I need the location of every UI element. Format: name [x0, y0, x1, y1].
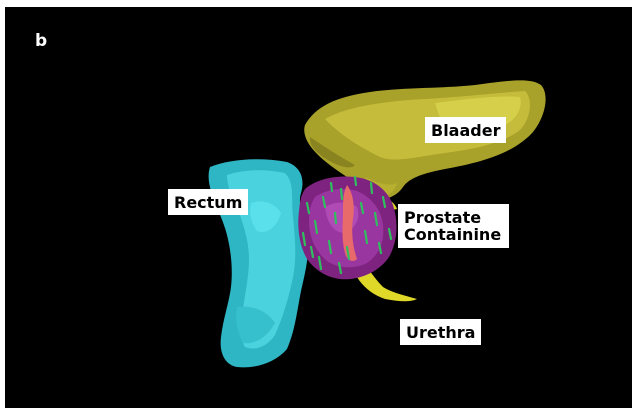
- prostate-label: Prostate Containine: [398, 204, 509, 248]
- anatomy-3d-render: [5, 7, 632, 408]
- prostate-shape: [298, 177, 396, 280]
- urethra-label: Urethra: [400, 319, 481, 345]
- image-frame: b Blaader Rectum Prostate Containine Ure…: [5, 7, 632, 408]
- prostate-label-line-1: Prostate: [404, 209, 501, 226]
- bladder-label: Blaader: [425, 117, 506, 143]
- panel-letter: b: [35, 33, 47, 50]
- prostate-label-line-2: Containine: [404, 226, 501, 243]
- rectum-label: Rectum: [168, 189, 248, 215]
